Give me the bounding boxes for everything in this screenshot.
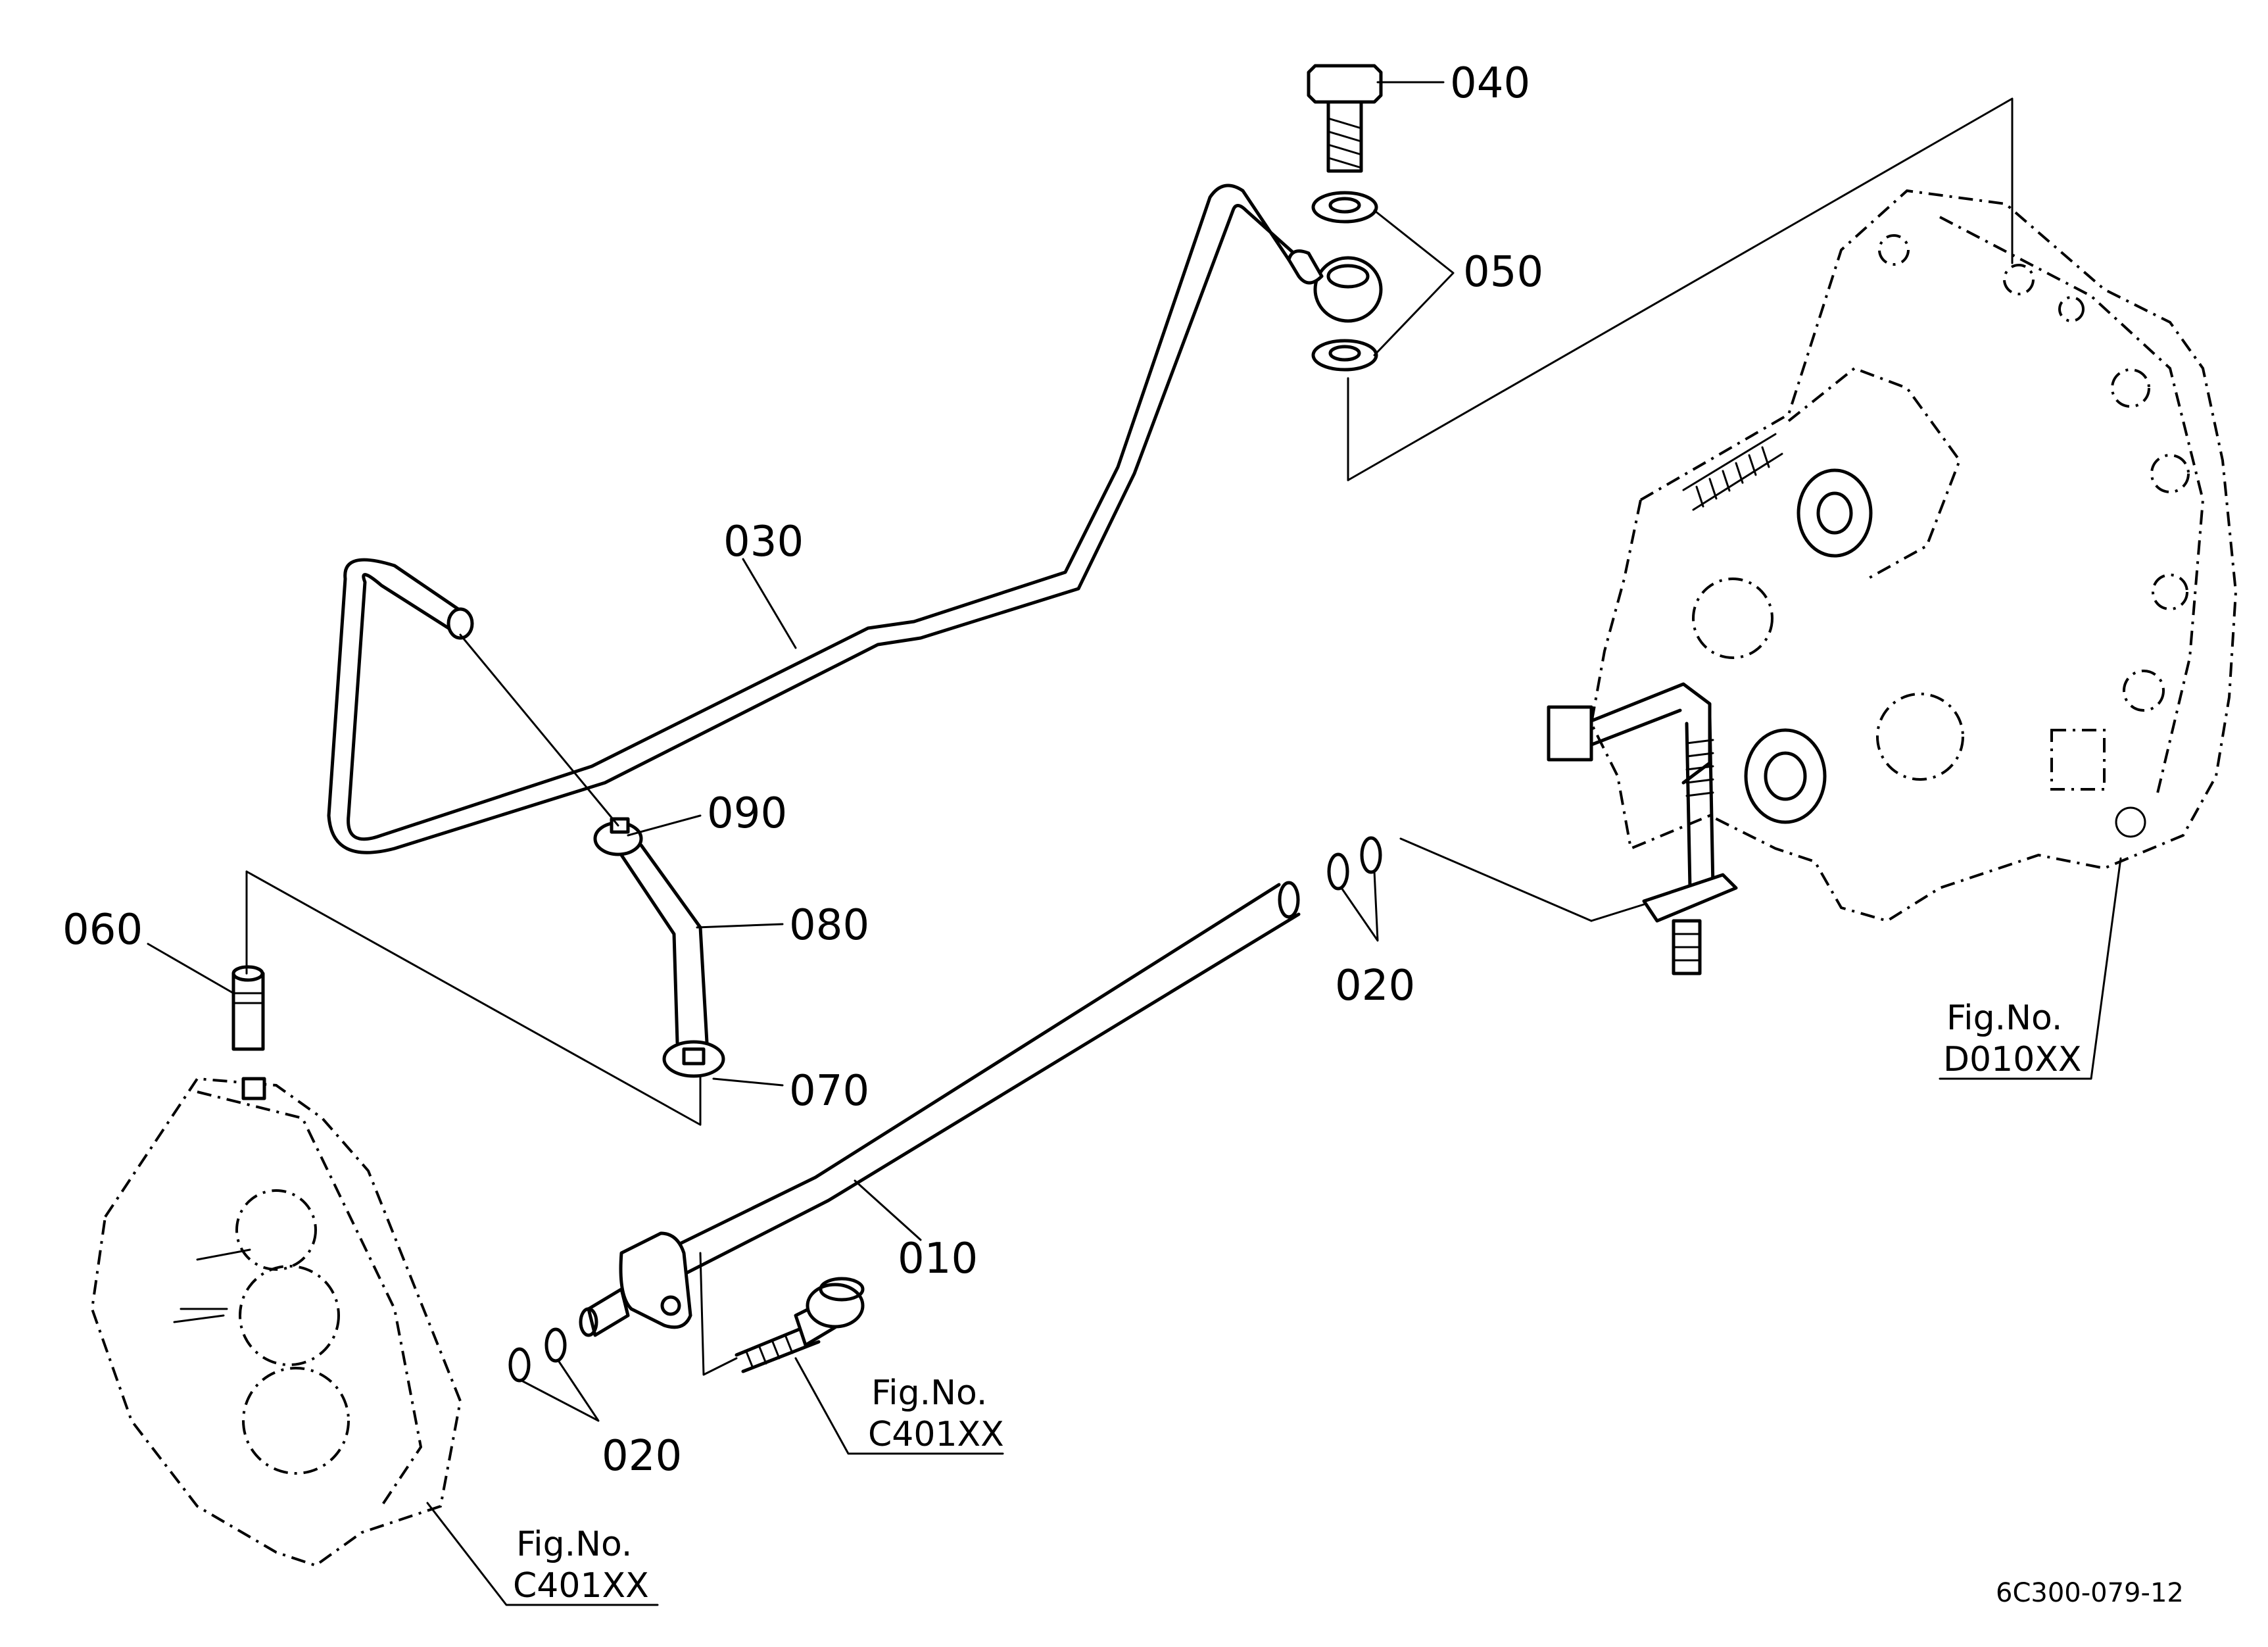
- assembly-line-hose: [459, 633, 619, 827]
- pin-060: [231, 965, 265, 1051]
- hose-080: [619, 843, 709, 1045]
- transmission-case-right: [1547, 189, 2238, 975]
- bolt-c401: [735, 1277, 865, 1373]
- washer-050-upper: [1311, 191, 1378, 224]
- figref-c401-bolt-line2: C401XX: [868, 1415, 1004, 1454]
- transmission-case-left: [90, 1077, 462, 1567]
- label-020-left: 020: [602, 1432, 682, 1481]
- label-040: 040: [1450, 59, 1530, 108]
- o-ring-020-left-b: [544, 1327, 567, 1363]
- banjo-eye: [1287, 249, 1383, 323]
- label-020-right: 020: [1335, 962, 1415, 1010]
- label-050: 050: [1463, 248, 1543, 297]
- leader-lines: [147, 81, 2122, 1606]
- label-080: 080: [789, 901, 869, 950]
- figref-c401-bolt-line1: Fig.No.: [871, 1373, 987, 1413]
- drawing-code: 6C300-079-12: [1996, 1578, 2184, 1608]
- washer-050-lower: [1311, 339, 1378, 372]
- o-ring-020-right-a: [1327, 852, 1349, 891]
- label-090: 090: [707, 789, 787, 838]
- figref-d010-line1: Fig.No.: [1946, 998, 2062, 1038]
- label-060: 060: [62, 906, 143, 954]
- label-070: 070: [789, 1067, 869, 1116]
- pipe-030: [327, 184, 1311, 854]
- pipe-010: [579, 881, 1301, 1337]
- figref-d010-line2: D010XX: [1943, 1040, 2082, 1079]
- label-010: 010: [898, 1235, 978, 1283]
- o-ring-020-right-b: [1360, 836, 1382, 874]
- figref-c401-case-line2: C401XX: [513, 1566, 649, 1606]
- o-ring-020-left-a: [508, 1347, 531, 1383]
- banjo-bolt-040: [1307, 64, 1383, 173]
- label-030: 030: [723, 518, 804, 566]
- assembly-lines: [245, 97, 2014, 1376]
- figref-c401-case-line1: Fig.No.: [516, 1525, 632, 1564]
- clamp-070: [662, 1040, 725, 1078]
